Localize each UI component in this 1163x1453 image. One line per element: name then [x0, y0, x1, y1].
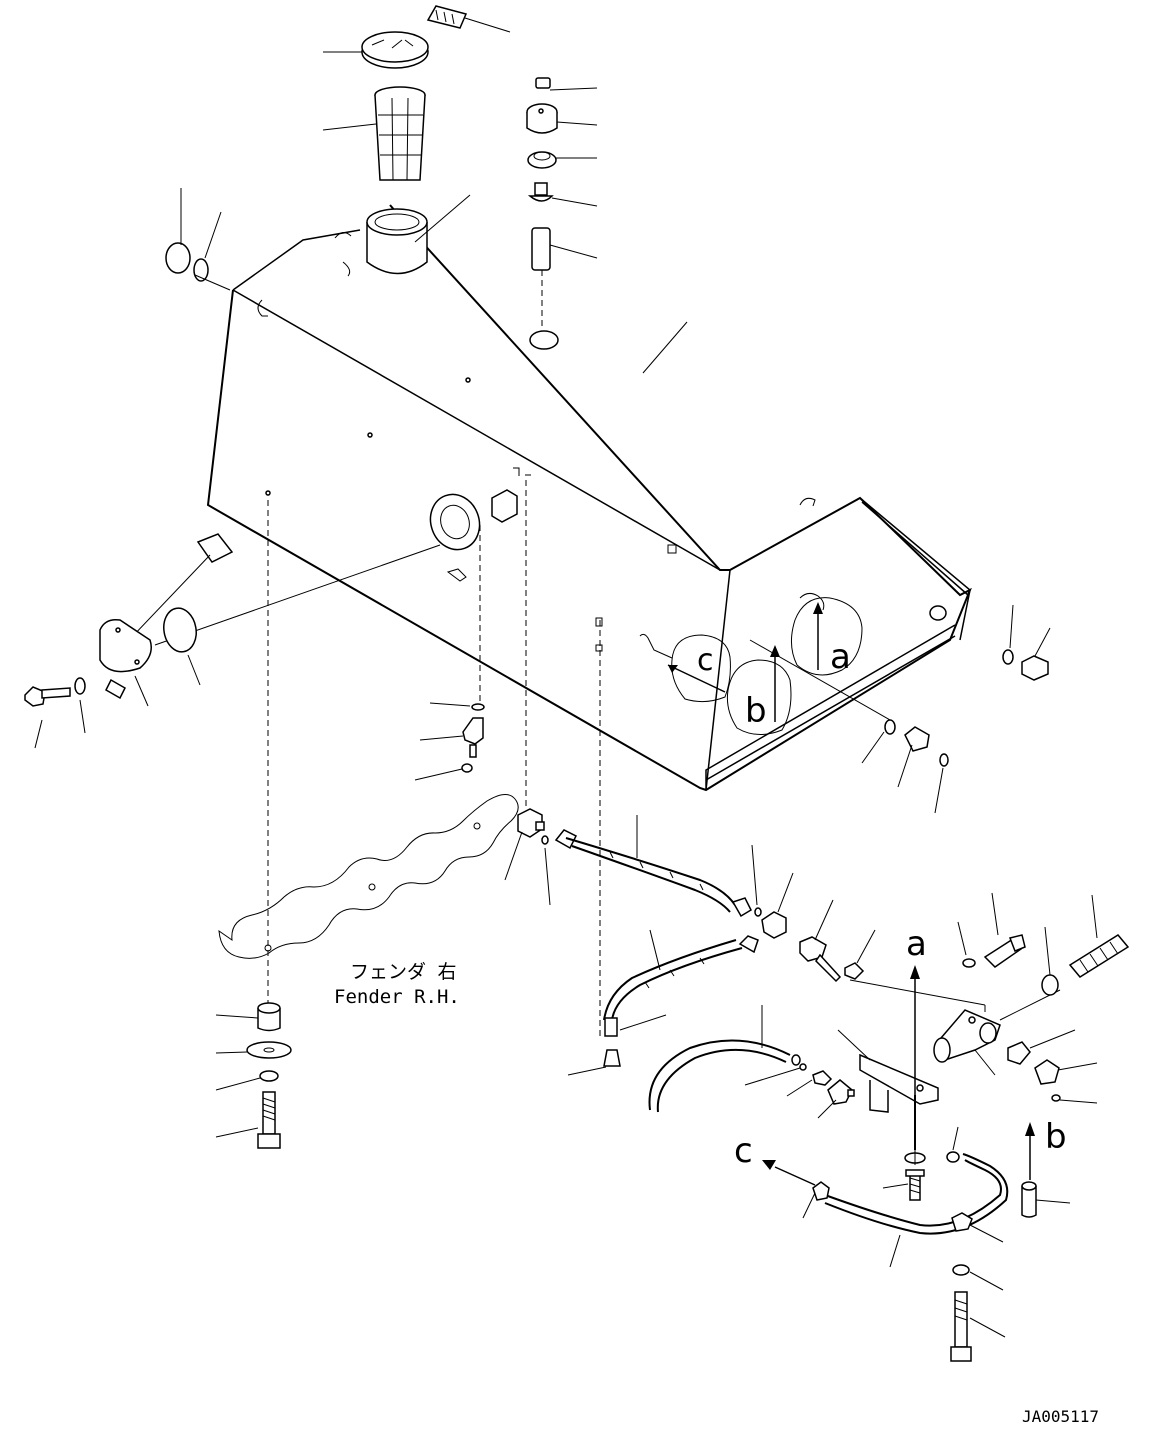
spacer-b — [1022, 1182, 1070, 1217]
view-marker-a-label: a — [830, 637, 851, 677]
tank-plug-right — [1003, 605, 1050, 680]
check-valve-fittings — [745, 1064, 854, 1118]
fender-label-en: Fender R.H. — [334, 986, 460, 1008]
breather-plug — [1042, 895, 1128, 995]
tank-plug-left — [166, 188, 230, 290]
return-hose — [803, 1127, 1007, 1267]
view-marker-b-label: b — [745, 691, 767, 731]
drain-valve-block — [850, 980, 1060, 1075]
fender-rh — [219, 794, 518, 958]
drain-hose-upper — [556, 815, 751, 916]
drain-cock — [800, 900, 875, 981]
cap-key — [428, 6, 510, 32]
level-sender-stack — [527, 78, 687, 373]
detail-view-c: c — [640, 634, 730, 701]
elbow-fitting — [505, 809, 550, 905]
detail-view-b: b — [727, 645, 791, 735]
lower-mount-bolt — [951, 1265, 1005, 1361]
view-arrow-b-label: b — [1045, 1117, 1067, 1157]
fender-mount-hardware — [216, 1003, 291, 1148]
strainer — [323, 87, 425, 180]
vent-hose — [650, 1005, 801, 1112]
view-arrow-a-label: a — [906, 924, 927, 964]
gauge-cover — [100, 534, 232, 706]
filler-neck — [335, 195, 470, 276]
valve-block-fittings — [1008, 1030, 1097, 1103]
valve-bracket — [838, 1030, 938, 1150]
view-arrow-a: a — [906, 924, 927, 1095]
drain-fittings — [415, 468, 531, 810]
fender-label: フェンダ 右 Fender R.H. — [334, 961, 460, 1008]
detail-view-a: a — [791, 593, 862, 677]
front-bolt — [25, 678, 85, 748]
fuel-tank — [208, 205, 970, 790]
filler-cap — [323, 32, 428, 68]
clamp-mount — [883, 1148, 925, 1200]
view-arrow-c-label: c — [734, 1131, 753, 1171]
fender-label-jp: フェンダ 右 — [350, 961, 456, 983]
hose-adapter — [752, 845, 793, 938]
sight-gauge — [155, 487, 487, 645]
valve-block-bolt — [958, 893, 1025, 967]
drawing-code: JA005117 — [1022, 1407, 1099, 1426]
view-marker-c-label: c — [697, 643, 714, 678]
view-arrow-c: c — [734, 1131, 815, 1185]
view-arrow-b: b — [1025, 1117, 1067, 1180]
drain-hose-lower — [568, 618, 758, 1075]
